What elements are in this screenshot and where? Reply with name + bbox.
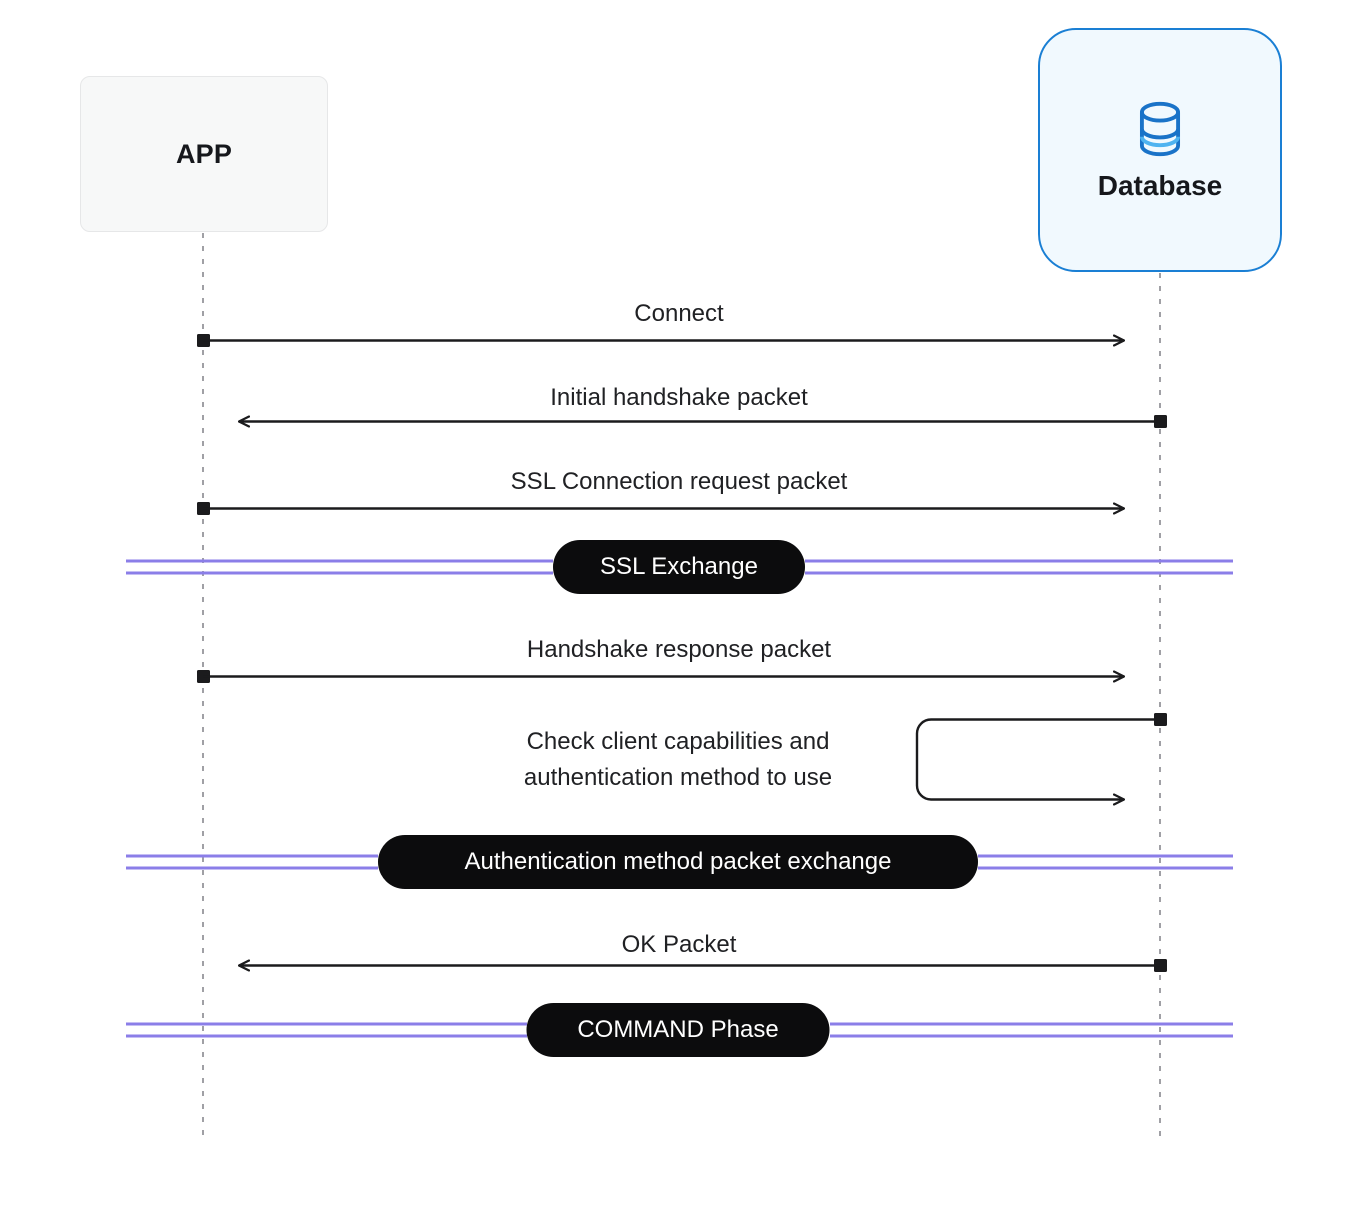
divider-pill-command-phase[interactable]: COMMAND Phase <box>526 1003 830 1057</box>
message-label-handshake-response-packet: Handshake response packet <box>526 636 832 663</box>
participant-label-app: APP <box>175 138 233 169</box>
divider-line-authentication-method-packet-exchange <box>126 854 1233 870</box>
self-message-label-check-client-capabilities: Check client capabilities and authentica… <box>468 724 888 796</box>
divider-line-ssl-exchange <box>126 559 1233 575</box>
self-message-loop-check-client-capabilities <box>915 713 1167 800</box>
message-arrow-ok-packet <box>239 959 1167 972</box>
participant-label-database: Database <box>1097 170 1223 201</box>
message-label-initial-handshake-packet: Initial handshake packet <box>550 384 808 411</box>
database-cylinder-icon <box>1129 98 1191 160</box>
message-label-connect: Connect <box>634 300 724 327</box>
message-arrow-connect <box>197 334 1124 347</box>
self-message-label-line-2: authentication method to use <box>523 764 833 791</box>
divider-pill-ssl-exchange[interactable]: SSL Exchange <box>553 540 805 594</box>
divider-pill-authentication-method-packet-exchange[interactable]: Authentication method packet exchange <box>378 835 978 889</box>
participant-box-database[interactable]: Database <box>1038 28 1282 272</box>
message-label-ssl-connection-request-packet: SSL Connection request packet <box>510 468 848 495</box>
message-arrow-ssl-connection-request-packet <box>197 502 1124 515</box>
divider-line-command-phase <box>126 1022 1233 1038</box>
self-message-label-line-1: Check client capabilities and <box>526 728 830 755</box>
message-arrow-handshake-response-packet <box>197 670 1124 683</box>
message-arrow-initial-handshake-packet <box>239 415 1167 428</box>
participant-box-app[interactable]: APP <box>80 76 328 232</box>
message-label-ok-packet: OK Packet <box>621 931 737 958</box>
database-cylinder-icon-svg <box>1139 101 1181 157</box>
